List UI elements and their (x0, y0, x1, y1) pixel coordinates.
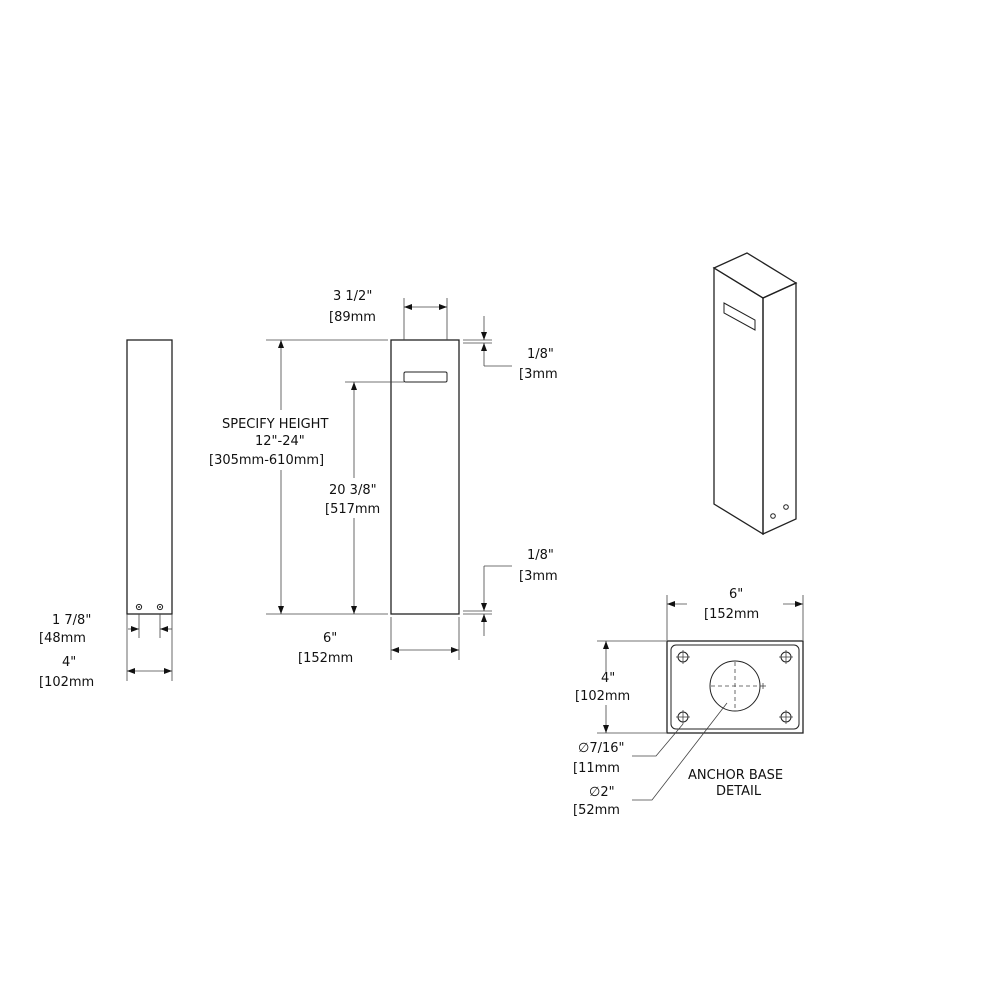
iso-screw-1 (770, 513, 776, 519)
side-depth-imperial: 4" (62, 655, 76, 670)
slot-height-imperial: 20 3/8" (329, 483, 377, 498)
side-screw-right (156, 603, 164, 611)
anchor-base-title-line1: ANCHOR BASE (688, 768, 783, 783)
side-leg-width-imperial: 1 7/8" (52, 613, 91, 628)
side-screw-left-center (138, 606, 140, 608)
height-title-line3: [305mm-610mm] (209, 453, 324, 468)
side-view-outline (126, 339, 173, 615)
anchor-hole-top-right (779, 650, 793, 664)
hole-diameter-imperial: ∅7/16" (578, 741, 625, 756)
slot-width-imperial: 3 1/2" (333, 289, 372, 304)
front-slot (403, 371, 448, 383)
height-title-line1: SPECIFY HEIGHT (222, 417, 328, 432)
anchor-hole-bottom-right (779, 710, 793, 724)
iso-right-face (762, 281, 797, 536)
anchor-hole-top-left (676, 650, 690, 664)
iso-slot (723, 302, 756, 331)
anchor-hole-bottom-left (676, 710, 690, 724)
anchor-plate-outer (666, 640, 804, 734)
slot-width-metric: [89mm (329, 310, 376, 325)
anchor-width-metric: [152mm (704, 607, 759, 622)
bottom-gap-metric: [3mm (519, 569, 558, 584)
hole-diameter-leader (632, 723, 684, 757)
front-view-outline (390, 339, 460, 615)
iso-screw-2 (783, 504, 789, 510)
side-depth-metric: [102mm (39, 675, 94, 690)
center-diameter-imperial: ∅2" (589, 785, 615, 800)
anchor-depth-imperial: 4" (601, 671, 615, 686)
anchor-base-detail: 6" [152mm 4" [102mm ∅7/16" [11mm ∅2" [52… (573, 587, 804, 818)
anchor-depth-metric: [102mm (575, 689, 630, 704)
bottom-gap-imperial: 1/8" (527, 548, 554, 563)
front-width-imperial: 6" (323, 631, 337, 646)
hole-diameter-metric: [11mm (573, 761, 620, 776)
anchor-plate-inner (670, 644, 800, 730)
side-leg-width-metric: [48mm (39, 631, 86, 646)
isometric-view (712, 252, 798, 536)
front-view: 3 1/2" [89mm 1/8" [3mm SPECIFY HEIGHT 12… (205, 289, 558, 666)
front-width-metric: [152mm (298, 651, 353, 666)
anchor-base-title-line2: DETAIL (716, 784, 762, 799)
slot-height-metric: [517mm (325, 502, 380, 517)
side-view: 1 7/8" [48mm 4" [102mm (39, 339, 173, 690)
center-diameter-metric: [52mm (573, 803, 620, 818)
top-gap-imperial: 1/8" (527, 347, 554, 362)
anchor-center-opening (709, 660, 766, 712)
top-gap-metric: [3mm (519, 367, 558, 382)
side-screw-left (135, 603, 143, 611)
center-diameter-leader (632, 702, 728, 801)
iso-left-face (713, 266, 764, 536)
side-screw-right-center (159, 606, 161, 608)
height-title-line2: 12"-24" (255, 434, 305, 449)
anchor-width-imperial: 6" (729, 587, 743, 602)
